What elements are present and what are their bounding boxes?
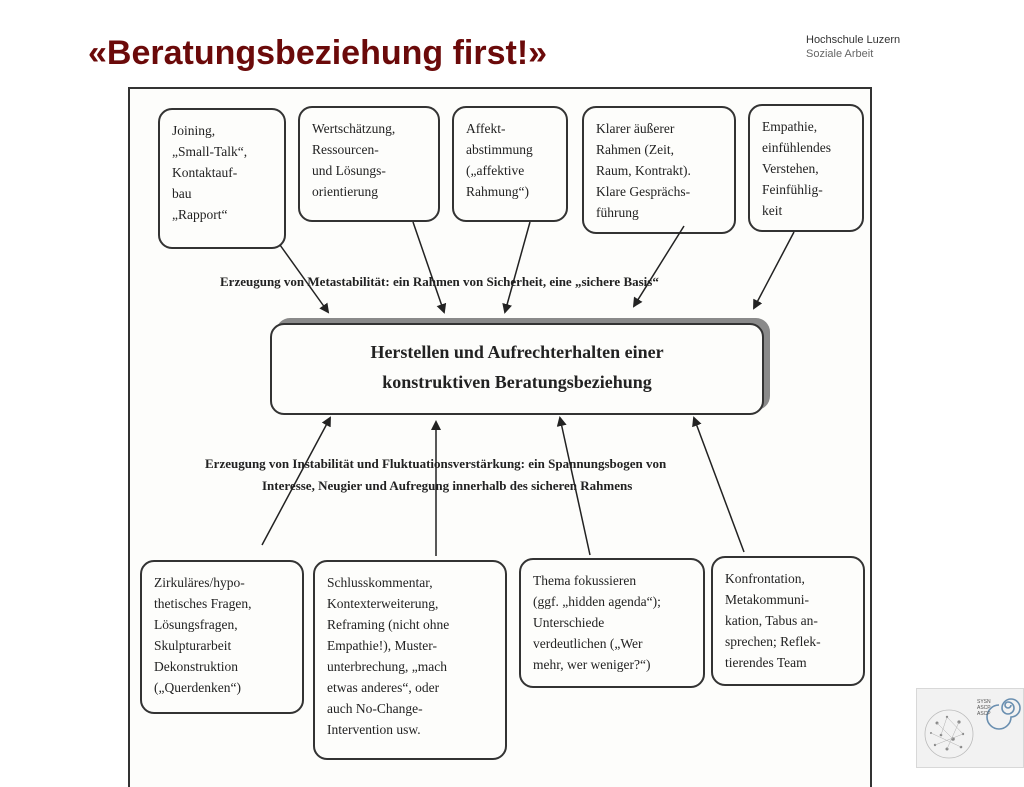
top-box-rahmen: Klarer äußerer Rahmen (Zeit, Raum, Kontr… (582, 106, 736, 234)
bottom-box-thema-fokussieren: Thema fokussieren (ggf. „hidden agenda“)… (519, 558, 705, 688)
brand-name: Hochschule Luzern (806, 34, 901, 46)
bottom-box-schlusskommentar: Schlusskommentar, Kontexterweiterung, Re… (313, 560, 507, 760)
center-box-beratungsbeziehung: Herstellen und Aufrechterhalten einer ko… (270, 323, 764, 415)
top-box-affektabstimmung: Affekt- abstimmung („affektive Rahmung“) (452, 106, 568, 222)
label-metastabilitaet: Erzeugung von Metastabilität: ein Rahmen… (220, 274, 659, 289)
bottom-box-zirkulaeres-fragen: Zirkuläres/hypo- thetisches Fragen, Lösu… (140, 560, 304, 714)
brand-logo: Hochschule Luzern Soziale Arbeit (806, 33, 900, 61)
top-box-joining: Joining, „Small-Talk“, Kontaktauf- bau „… (158, 108, 286, 249)
brand-subtitle: Soziale Arbeit (806, 48, 874, 60)
top-box-empathie: Empathie, einfühlendes Verstehen, Feinfü… (748, 104, 864, 232)
label-instabilitaet-line1: Erzeugung von Instabilität und Fluktuati… (205, 456, 667, 471)
corner-logo: SYSN ASCP ASCP (916, 688, 1024, 768)
network-spiral-icon (924, 698, 1021, 759)
logo-text: SYSN ASCP ASCP (977, 699, 991, 717)
bottom-box-konfrontation: Konfrontation, Metakommuni- kation, Tabu… (711, 556, 865, 686)
top-box-wertschaetzung: Wertschätzung, Ressourcen- und Lösungs- … (298, 106, 440, 222)
label-instabilitaet-line2: Interesse, Neugier und Aufregung innerha… (262, 478, 633, 493)
slide-title: «Beratungsbeziehung first!» (88, 34, 548, 72)
